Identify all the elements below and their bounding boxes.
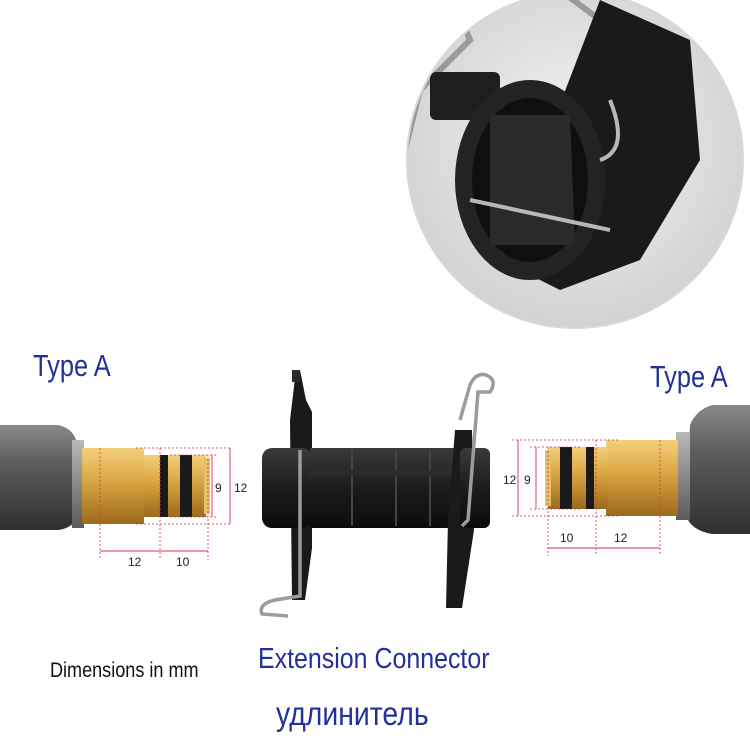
type-a-label-right: Type A: [650, 359, 728, 394]
right-dimensions: 10 12 9 12: [503, 439, 661, 556]
right-dim-length-body: 12: [614, 531, 628, 545]
type-a-label-left: Type A: [33, 348, 111, 383]
left-dimensions: 12 10 9 12: [99, 447, 248, 569]
right-hose-fitting: [545, 405, 750, 534]
connector-title: Extension Connector: [258, 643, 490, 675]
closeup-circle: [406, 0, 744, 329]
left-dim-diameter-inner: 9: [215, 481, 222, 495]
connector-title-ru: удлинитель: [276, 695, 429, 732]
right-dim-length-tip: 10: [560, 531, 574, 545]
right-dim-diameter-outer: 12: [503, 473, 517, 487]
dimensions-note: Dimensions in mm: [50, 659, 199, 682]
left-dim-length-tip: 10: [176, 555, 190, 569]
extension-connector: [259, 370, 495, 618]
left-hose-fitting: [0, 425, 210, 530]
left-dim-diameter-outer: 12: [234, 481, 248, 495]
right-dim-diameter-inner: 9: [524, 473, 531, 487]
left-dim-length-body: 12: [128, 555, 142, 569]
